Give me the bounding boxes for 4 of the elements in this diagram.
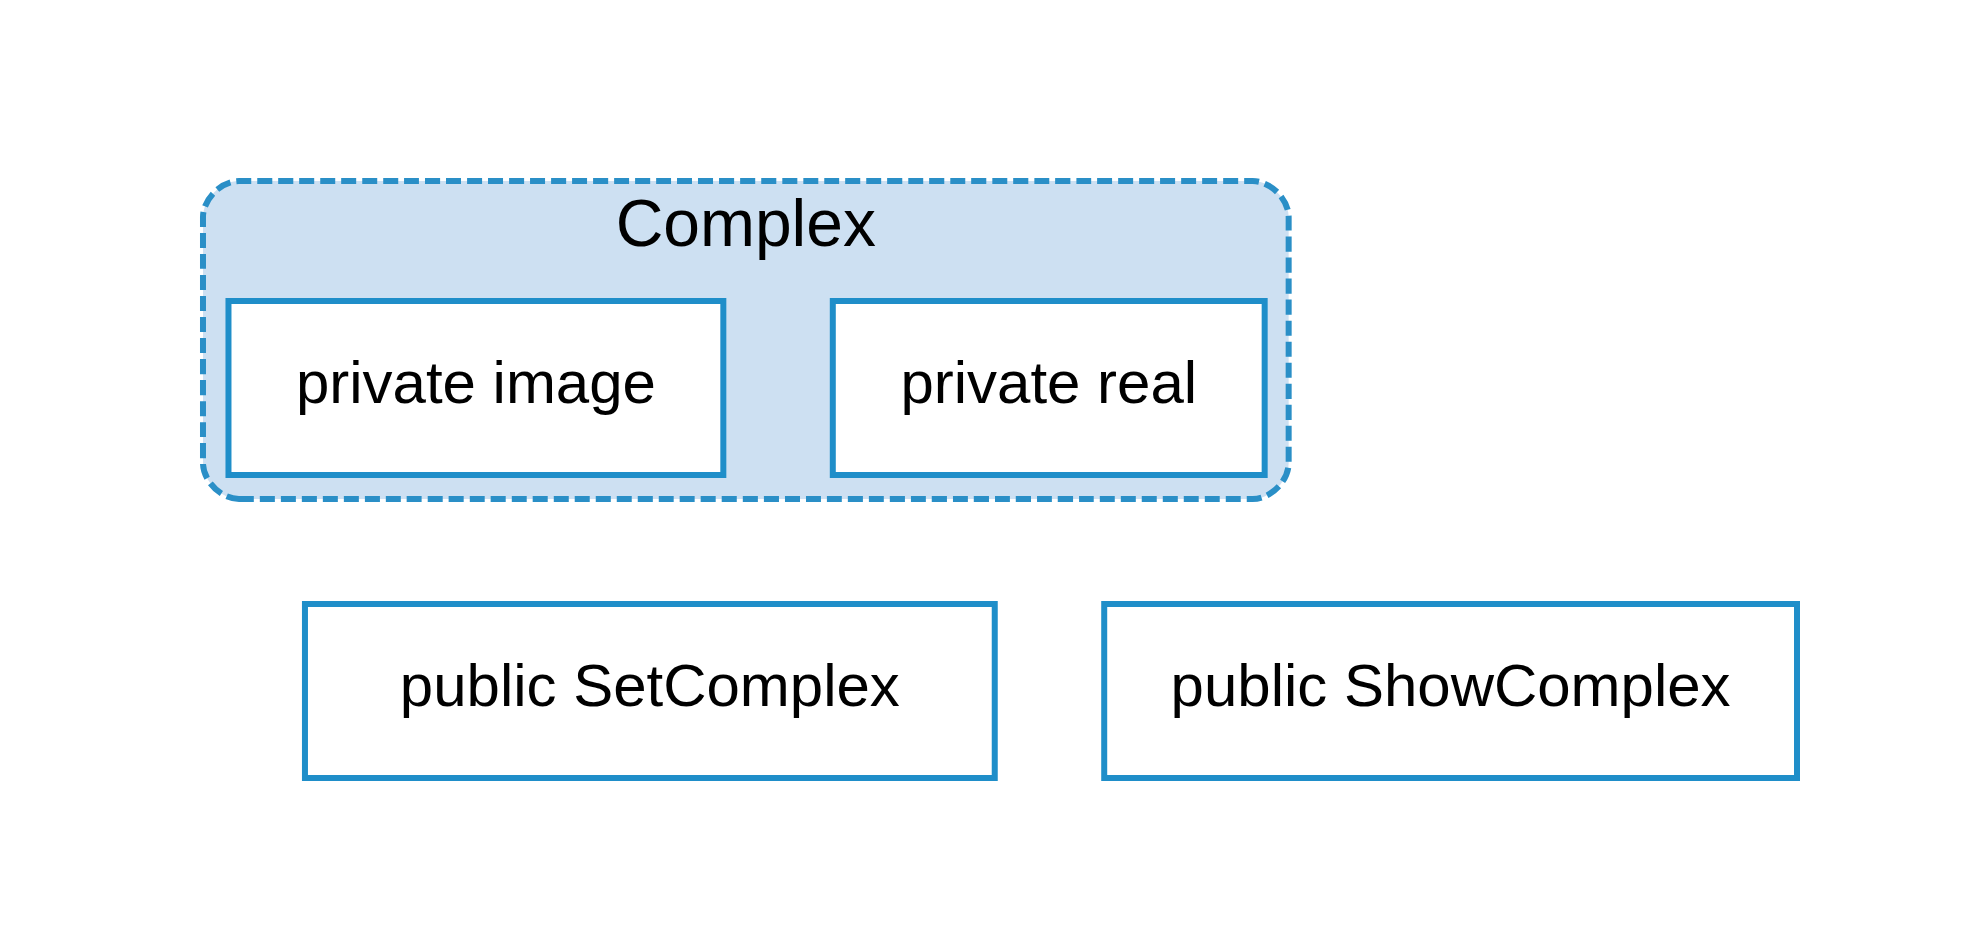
node-box: public SetComplex	[301, 600, 998, 781]
node-box: public ShowComplex	[1100, 600, 1800, 781]
node-box: private image	[225, 297, 726, 478]
node-box: private real	[829, 297, 1268, 478]
